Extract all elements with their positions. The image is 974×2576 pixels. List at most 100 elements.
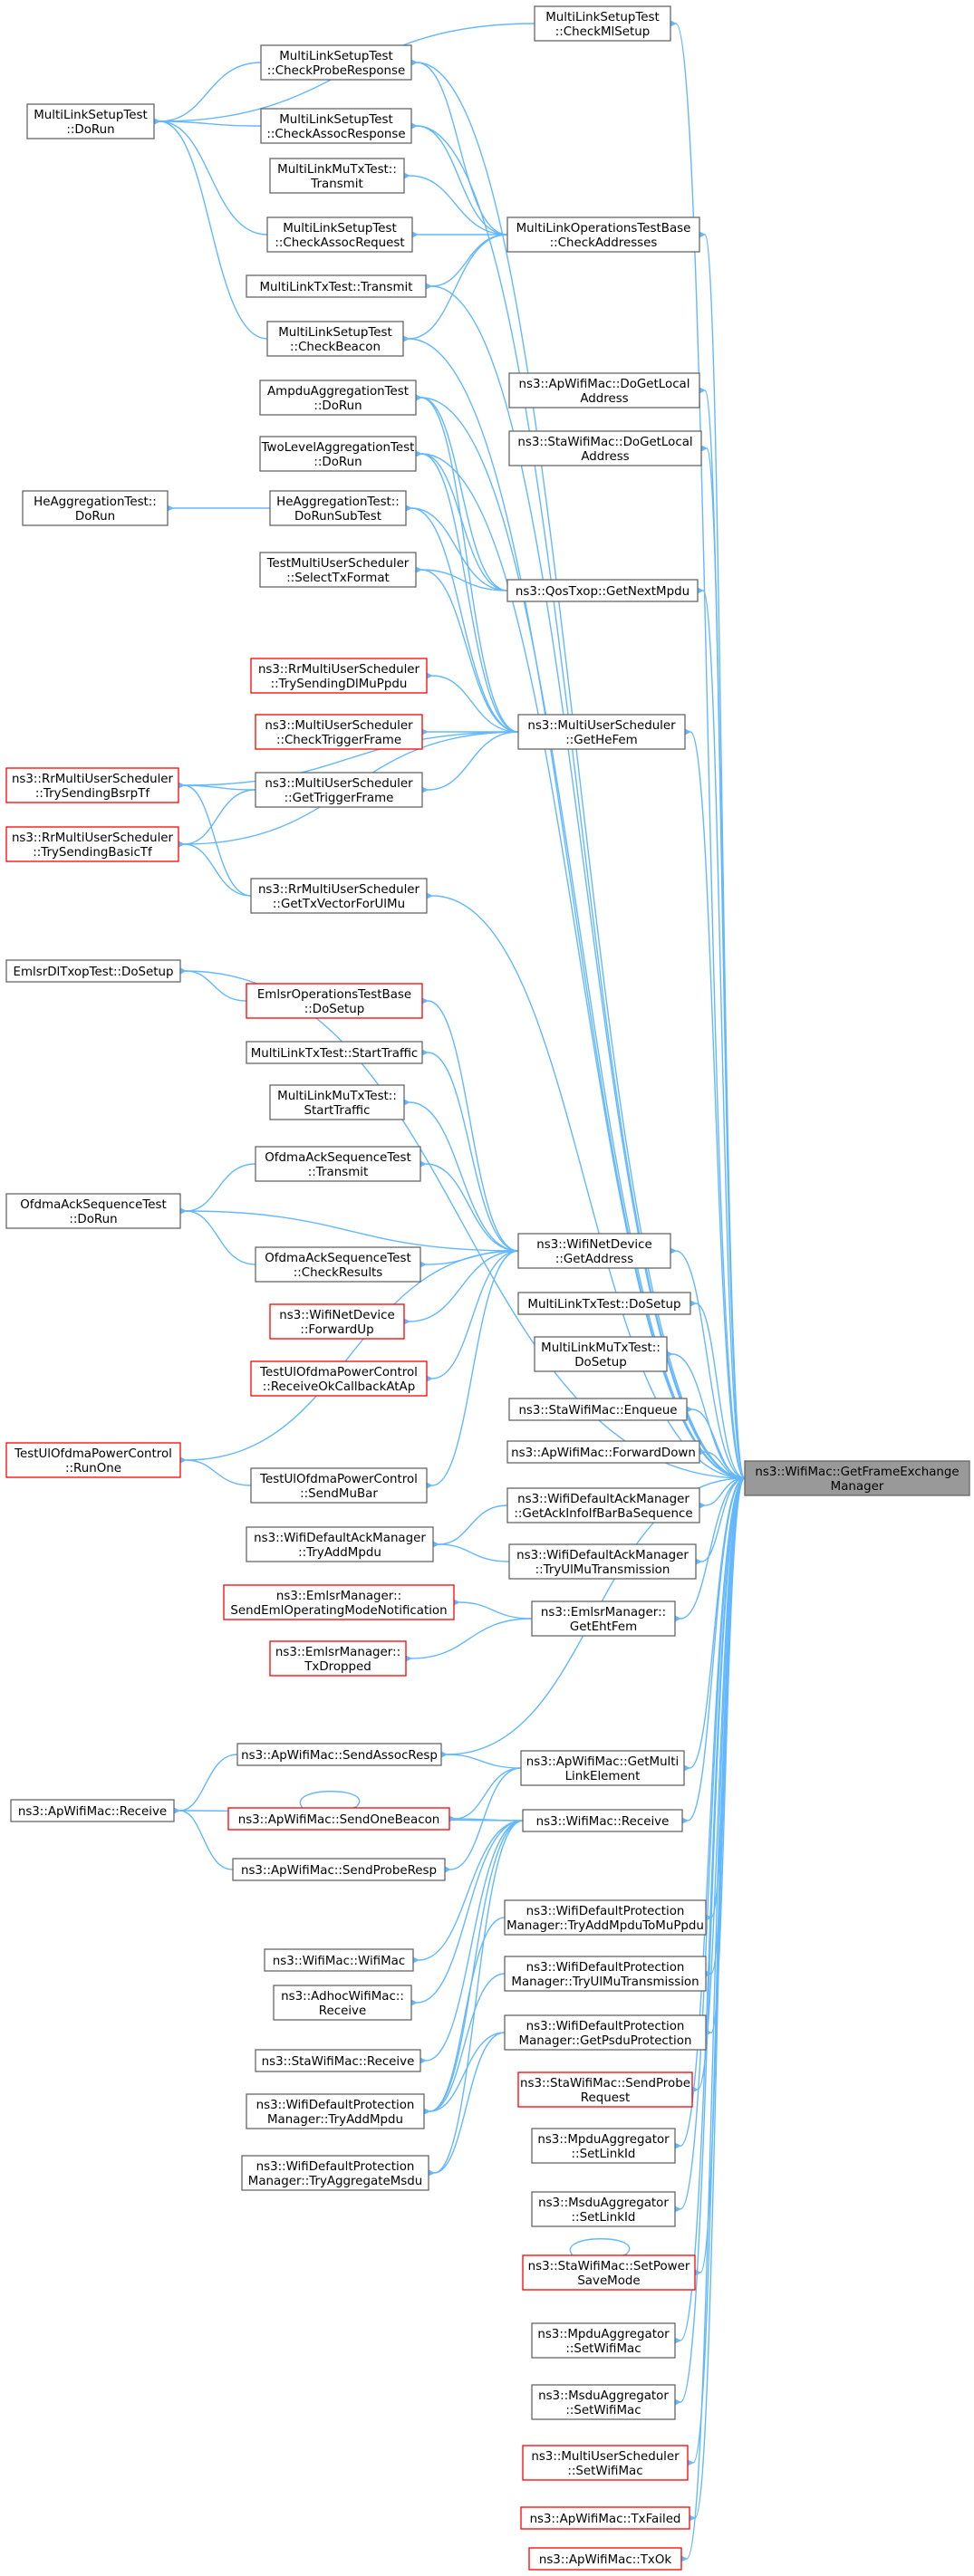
node-mus-checktriggerframe[interactable]: ns3::MultiUserScheduler::CheckTriggerFra… (255, 714, 423, 750)
node-heagg-dorunsubtest[interactable]: HeAggregationTest::DoRunSubTest (269, 490, 407, 526)
node-ackmgr-tryaddmpdu[interactable]: ns3::WifiDefaultAckManager::TryAddMpdu (246, 1526, 434, 1562)
node-ulofdma-runone[interactable]: TestUlOfdmaPowerControl::RunOne (5, 1442, 181, 1478)
node-qostxop-getnextmpdu[interactable]: ns3::QosTxop::GetNextMpdu (506, 579, 699, 602)
edge-sta-setpowersave-to-sta-setpowersave (569, 2238, 631, 2263)
node-mus-gettriggerframe[interactable]: ns3::MultiUserScheduler::GetTriggerFrame (255, 772, 423, 808)
node-emlsr-getehtfem[interactable]: ns3::EmlsrManager::GetEhtFem (531, 1600, 676, 1637)
node-label: ns3::StaWifiMac::DoGetLocal (517, 436, 692, 449)
node-checkaddresses[interactable]: MultiLinkOperationsTestBase::CheckAddres… (506, 216, 700, 253)
edge-rr-trysendingdlmuppdu-to-mus-gethefem (424, 671, 519, 733)
node-wifinetdevice-forwardup[interactable]: ns3::WifiNetDevice::ForwardUp (269, 1303, 405, 1340)
node-box (246, 1526, 434, 1562)
node-box (250, 658, 428, 694)
node-prot-tryaddmpdu[interactable]: ns3::WifiDefaultProtectionManager::TryAd… (246, 2093, 425, 2129)
node-emlsrops-dosetup[interactable]: EmlsrOperationsTestBase::DoSetup (246, 983, 423, 1019)
node-mumtx-starttraffic[interactable]: MultiLinkMuTxTest::StartTraffic (269, 1084, 405, 1120)
node-txtest-dosetup[interactable]: MultiLinkTxTest::DoSetup (517, 1292, 691, 1315)
node-mus-setwifimac[interactable]: ns3::MultiUserScheduler::SetWifiMac (522, 2445, 689, 2481)
edge-sta-enqueue-to-getframeexchange (684, 1405, 746, 1479)
node-ap-txok[interactable]: ns3::ApWifiMac::TxOk (528, 2547, 682, 2571)
node-label: ns3::MpduAggregator (537, 2328, 670, 2341)
edge-msduagg-setlinkid-to-getframeexchange (672, 1477, 746, 2215)
node-txtest-transmit[interactable]: MultiLinkTxTest::Transmit (246, 274, 427, 298)
node-rr-gettxvectorforulmu[interactable]: ns3::RrMultiUserScheduler::GetTxVectorFo… (250, 878, 428, 914)
node-wifimac-receive[interactable]: ns3::WifiMac::Receive (522, 1809, 683, 1832)
node-wifinetdevice-getaddress[interactable]: ns3::WifiNetDevice::GetAddress (517, 1233, 671, 1269)
node-msduagg-setwifimac[interactable]: ns3::MsduAggregator::SetWifiMac (531, 2384, 676, 2420)
node-ampdu-dorun[interactable]: AmpduAggregationTest::DoRun (259, 380, 417, 416)
node-ap-sendproberesp[interactable]: ns3::ApWifiMac::SendProbeResp (232, 1858, 446, 1881)
node-ap-txfailed[interactable]: ns3::ApWifiMac::TxFailed (520, 2506, 690, 2530)
node-box (517, 1233, 671, 1269)
node-ofdma-transmit[interactable]: OfdmaAckSequenceTest::Transmit (255, 1146, 421, 1182)
edge-checkmlsetup-to-getframeexchange (667, 18, 746, 1479)
node-box (246, 2093, 425, 2129)
node-mus-gethefem[interactable]: ns3::MultiUserScheduler::GetHeFem (517, 714, 686, 750)
node-label: ::RunOne (65, 1462, 121, 1475)
node-ap-receive[interactable]: ns3::ApWifiMac::Receive (10, 1799, 175, 1822)
node-label: HeAggregationTest:: (276, 495, 400, 509)
node-emlsrdltxop-dosetup[interactable]: EmlsrDlTxopTest::DoSetup (5, 959, 181, 983)
node-label: HeAggregationTest:: (34, 495, 157, 509)
node-ackmgr-getackinfo[interactable]: ns3::WifiDefaultAckManager::GetAckInfoIf… (506, 1487, 700, 1523)
node-ap-forwarddown[interactable]: ns3::ApWifiMac::ForwardDown (506, 1440, 700, 1464)
node-twolevel-dorun[interactable]: TwoLevelAggregationTest::DoRun (259, 436, 417, 472)
node-ulofdma-sendmubar[interactable]: TestUlOfdmaPowerControl::SendMuBar (250, 1467, 428, 1504)
node-checkbeacon[interactable]: MultiLinkSetupTest::CheckBeacon (266, 321, 404, 357)
node-rr-trysendingbasictf[interactable]: ns3::RrMultiUserScheduler::TrySendingBas… (5, 826, 179, 862)
node-label: MultiLinkSetupTest (34, 109, 148, 122)
node-mpduagg-setlinkid[interactable]: ns3::MpduAggregator::SetLinkId (531, 2128, 676, 2164)
node-selecttxformat[interactable]: TestMultiUserScheduler::SelectTxFormat (259, 552, 417, 588)
node-ap-sendonebeacon[interactable]: ns3::ApWifiMac::SendOneBeacon (227, 1807, 450, 1831)
node-label: ::Transmit (308, 1166, 368, 1179)
node-wifimac-wifimac[interactable]: ns3::WifiMac::WifiMac (264, 1948, 414, 1972)
node-ackmgr-tryulmu[interactable]: ns3::WifiDefaultAckManager::TryUlMuTrans… (508, 1543, 697, 1580)
node-checkproberesponse[interactable]: MultiLinkSetupTest::CheckProbeResponse (260, 44, 412, 81)
node-checkassocresponse[interactable]: MultiLinkSetupTest::CheckAssocResponse (260, 108, 412, 144)
node-label: OfdmaAckSequenceTest (265, 1151, 410, 1165)
node-mumtx-transmit[interactable]: MultiLinkMuTxTest::Transmit (269, 158, 405, 194)
node-txtest-starttraffic[interactable]: MultiLinkTxTest::StartTraffic (246, 1041, 423, 1064)
node-ulofdma-receiveok[interactable]: TestUlOfdmaPowerControl::ReceiveOkCallba… (250, 1360, 428, 1397)
node-ofdma-checkresults[interactable]: OfdmaAckSequenceTest::CheckResults (255, 1246, 421, 1283)
node-ap-sendassocresp[interactable]: ns3::ApWifiMac::SendAssocResp (236, 1743, 442, 1766)
node-box (517, 1292, 691, 1315)
node-prot-tryaggregatemsdu[interactable]: ns3::WifiDefaultProtectionManager::TryAg… (241, 2155, 429, 2191)
node-prot-getpsduprotection[interactable]: ns3::WifiDefaultProtectionManager::GetPs… (504, 2014, 707, 2051)
node-mumtx-dosetup[interactable]: MultiLinkMuTxTest::DoSetup (534, 1336, 668, 1372)
edge-sta-receive-to-wifimac-receive (418, 1820, 524, 2065)
node-mpduagg-setwifimac[interactable]: ns3::MpduAggregator::SetWifiMac (531, 2322, 676, 2359)
node-mlsetup-dorun[interactable]: MultiLinkSetupTest::DoRun (26, 103, 155, 139)
node-checkmlsetup[interactable]: MultiLinkSetupTest::CheckMlSetup (534, 5, 671, 42)
node-label: ns3::WifiDefaultAckManager (516, 1549, 689, 1562)
edge-ulofdma-runone-to-wifinetdevice-getaddress (178, 1250, 519, 1465)
node-sta-receive[interactable]: ns3::StaWifiMac::Receive (255, 2049, 421, 2072)
node-msduagg-setlinkid[interactable]: ns3::MsduAggregator::SetLinkId (531, 2191, 676, 2227)
node-label: ::CheckAssocRequest (275, 236, 404, 250)
node-adhoc-receive[interactable]: ns3::AdhocWifiMac::Receive (273, 1985, 412, 2021)
node-emlsr-txdropped[interactable]: ns3::EmlsrManager::TxDropped (269, 1640, 407, 1677)
node-box (508, 430, 702, 466)
node-label: MultiLinkOperationsTestBase (516, 222, 691, 235)
node-box (269, 1640, 407, 1677)
node-heagg-dorun[interactable]: HeAggregationTest::DoRun (22, 490, 169, 526)
node-prot-tryaddmpdutomu[interactable]: ns3::WifiDefaultProtectionManager::TryAd… (504, 1899, 707, 1936)
node-rr-trysendingbsrptf[interactable]: ns3::RrMultiUserScheduler::TrySendingBsr… (5, 767, 179, 803)
node-label: MultiLinkMuTxTest:: (277, 163, 397, 177)
edge-ap-receive-to-ap-sendproberesp (171, 1806, 234, 1870)
node-rr-trysendingdlmuppdu[interactable]: ns3::RrMultiUserScheduler::TrySendingDlM… (250, 658, 428, 694)
edge-prot-tryaggregatemsdu-to-prot-getpsduprotection (426, 2032, 506, 2177)
node-emlsr-sendeml[interactable]: ns3::EmlsrManager::SendEmlOperatingModeN… (223, 1584, 455, 1620)
node-prot-tryulmu[interactable]: ns3::WifiDefaultProtectionManager::TryUl… (504, 1956, 707, 1992)
node-ofdma-dorun[interactable]: OfdmaAckSequenceTest::DoRun (5, 1193, 181, 1229)
node-sta-enqueue[interactable]: ns3::StaWifiMac::Enqueue (508, 1398, 688, 1421)
node-checkassocrequest[interactable]: MultiLinkSetupTest::CheckAssocRequest (266, 216, 413, 253)
node-label: ns3::ApWifiMac::TxFailed (530, 2513, 681, 2526)
node-box (10, 1799, 175, 1822)
